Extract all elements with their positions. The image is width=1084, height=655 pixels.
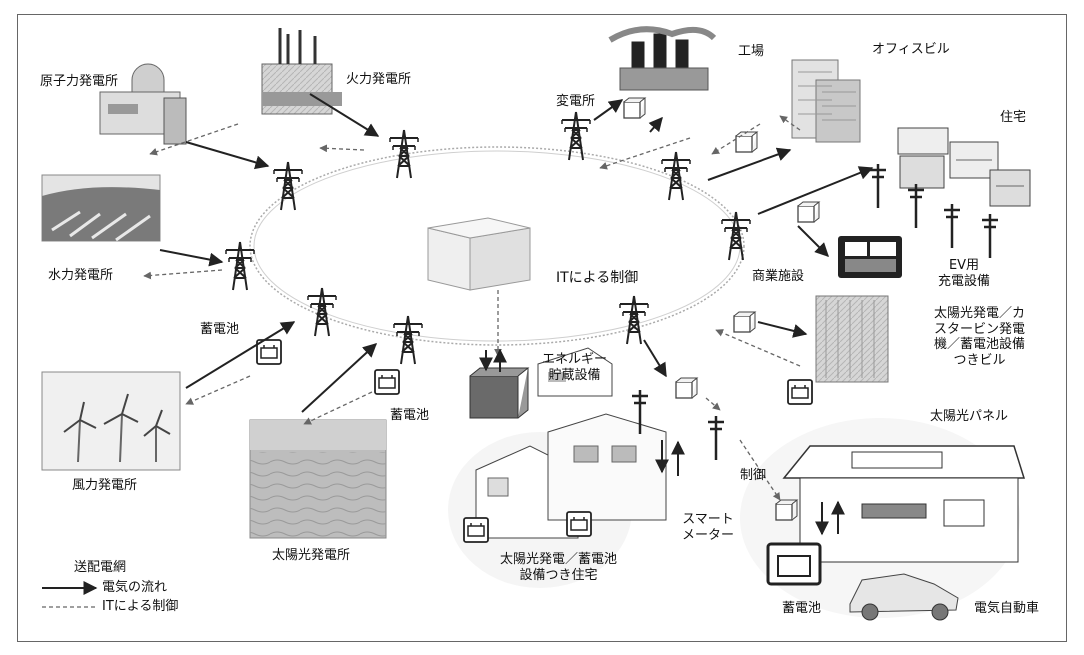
label-smart-meter: スマート メーター: [682, 512, 734, 543]
label-factory: 工場: [738, 44, 764, 60]
label-solar-building: 太陽光発電／カ スタービン発電 機／蓄電池設備 つきビル: [934, 306, 1025, 368]
energy-storage-icon: [470, 368, 528, 418]
utility-pole: [870, 164, 886, 208]
thermal-plant-icon: [262, 28, 342, 114]
commercial-display-icon: [838, 236, 902, 278]
battery-icon: [375, 370, 399, 394]
battery-icon: [567, 512, 591, 536]
meter-icon: [676, 378, 697, 398]
label-solar-houses: 太陽光発電／蓄電池 設備つき住宅: [500, 552, 617, 583]
label-solar-panel: 太陽光パネル: [930, 409, 1008, 425]
wind-farm-icon: [42, 372, 180, 470]
battery-icon: [257, 340, 281, 364]
label-office-building: オフィスビル: [872, 42, 950, 58]
transmission-tower: [662, 152, 690, 200]
battery-icon: [464, 518, 488, 542]
data-center-icon: [428, 218, 530, 290]
label-battery-3: 蓄電池: [782, 601, 821, 617]
substation-tower: [562, 112, 590, 160]
legend-it-control-label: ITによる制御: [102, 599, 178, 615]
meter-icon: [624, 98, 645, 118]
label-it-control-center: ITによる制御: [556, 270, 638, 287]
label-electric-car: 電気自動車: [974, 601, 1039, 617]
label-ev-charging: EV用 充電設備: [938, 258, 990, 289]
label-battery-2: 蓄電池: [390, 408, 429, 424]
home-battery-icon: [768, 544, 820, 584]
transmission-tower: [390, 130, 418, 178]
transmission-tower: [620, 296, 648, 344]
transmission-tower: [394, 316, 422, 364]
label-battery-1: 蓄電池: [200, 322, 239, 338]
meter-icon: [798, 202, 819, 222]
label-hydro-plant: 水力発電所: [48, 268, 113, 284]
label-housing: 住宅: [1000, 110, 1026, 126]
label-energy-storage: エネルギー 貯蔵設備: [542, 352, 607, 383]
label-control: 制御: [740, 468, 766, 484]
utility-pole: [908, 184, 924, 228]
label-solar-plant: 太陽光発電所: [272, 548, 350, 564]
transmission-tower: [722, 212, 750, 260]
label-substation: 変電所: [556, 94, 595, 110]
office-building-icon: [792, 60, 860, 142]
utility-pole: [708, 416, 724, 460]
label-nuclear-plant: 原子力発電所: [40, 74, 118, 90]
houses-icon: [898, 128, 1030, 206]
solar-building-icon: [816, 296, 888, 382]
hydro-plant-icon: [42, 175, 160, 241]
meter-icon: [734, 312, 755, 332]
transmission-tower: [226, 242, 254, 290]
label-commercial-facility: 商業施設: [752, 269, 804, 285]
solar-plant-icon: [250, 420, 386, 538]
label-thermal-plant: 火力発電所: [346, 72, 411, 88]
legend-title: 送配電網: [74, 560, 126, 576]
legend-electricity-label: 電気の流れ: [102, 580, 167, 596]
transmission-tower: [274, 162, 302, 210]
factory-icon: [610, 29, 714, 90]
utility-pole: [982, 214, 998, 258]
meter-icon: [736, 132, 757, 152]
utility-pole: [944, 204, 960, 248]
label-wind-farm: 風力発電所: [72, 478, 137, 494]
battery-icon: [788, 380, 812, 404]
it-control-arrows: [144, 116, 800, 500]
